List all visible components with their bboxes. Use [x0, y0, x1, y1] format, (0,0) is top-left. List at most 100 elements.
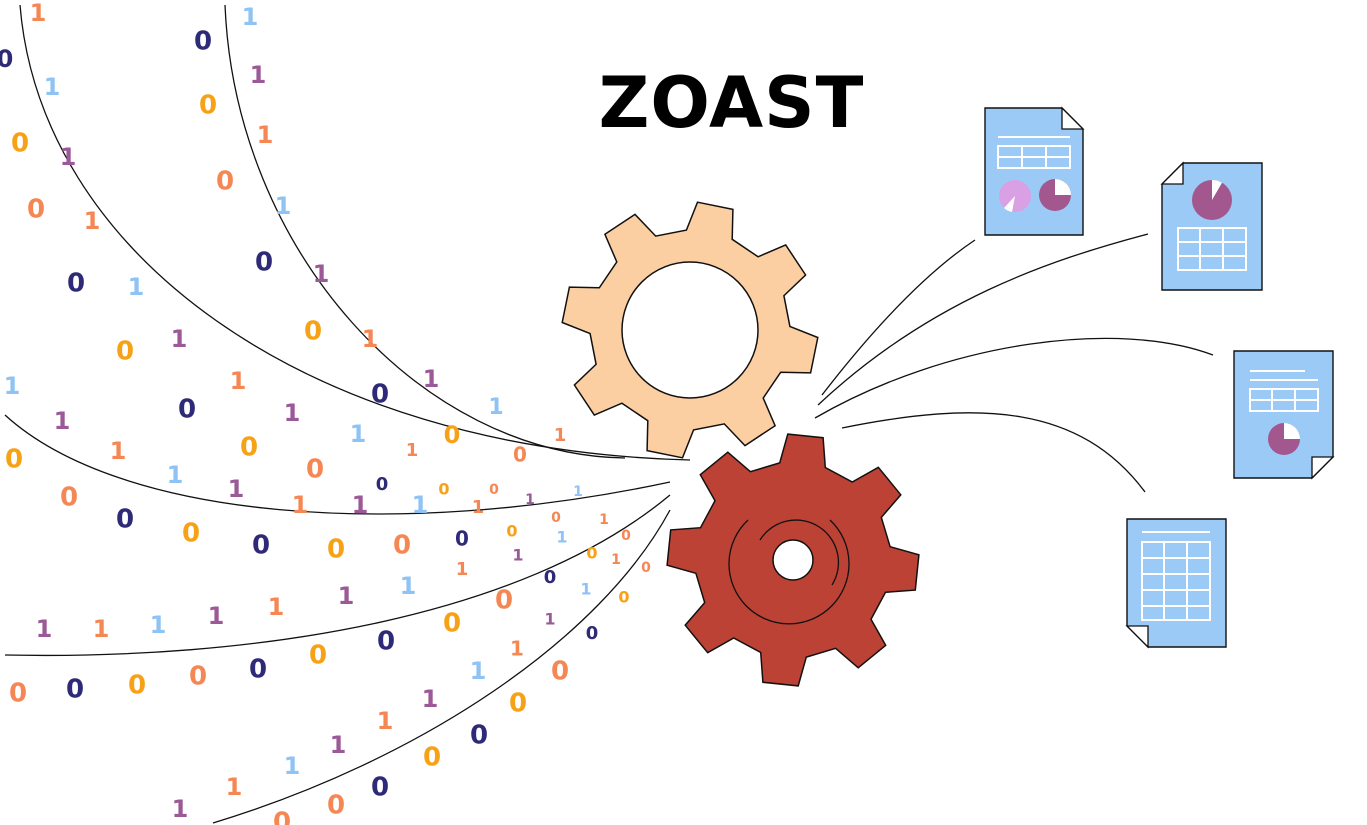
- binary-digit: 0: [178, 395, 196, 425]
- binary-digit: 1: [470, 657, 487, 685]
- binary-digit: 0: [393, 531, 411, 561]
- gear-swirl: [728, 519, 850, 625]
- binary-digit: 1: [599, 512, 609, 528]
- output-line-2: [817, 233, 1149, 406]
- binary-digit: 1: [60, 143, 77, 171]
- binary-digit: 1: [242, 3, 259, 31]
- document-pie-table: [1160, 161, 1263, 291]
- binary-digit: 1: [362, 325, 379, 353]
- brand-title: ZOAST: [598, 62, 865, 144]
- binary-digit: 0: [255, 248, 273, 278]
- binary-digit: 1: [44, 73, 61, 101]
- binary-digit: 0: [304, 317, 322, 347]
- binary-digit: 0: [506, 522, 517, 541]
- binary-digit: 0: [116, 337, 134, 367]
- binary-digit: 0: [551, 510, 561, 526]
- binary-digit: 0: [306, 455, 324, 485]
- stream-curve-3: [4, 414, 671, 515]
- binary-digit: 1: [350, 420, 367, 448]
- binary-digit: 1: [456, 559, 469, 580]
- table-document-icon: [1126, 518, 1227, 648]
- binary-digit: 0: [194, 27, 212, 57]
- gear-swirl: [759, 519, 840, 586]
- binary-digit: 0: [249, 655, 267, 685]
- binary-digit: 0: [128, 671, 146, 701]
- binary-digit: 1: [275, 192, 292, 220]
- binary-digit: 1: [4, 372, 21, 400]
- binary-digit: 1: [472, 497, 485, 518]
- binary-digit: 0: [216, 167, 234, 197]
- binary-digit: 1: [512, 546, 523, 565]
- binary-stream-curves: [4, 4, 691, 824]
- gear-icon: [561, 201, 819, 459]
- binary-digit: 0: [327, 791, 345, 821]
- binary-digit: 0: [66, 675, 84, 705]
- binary-digit: 0: [489, 482, 499, 498]
- binary-digit: 1: [611, 552, 621, 568]
- binary-digit: 0: [586, 623, 599, 644]
- binary-digit: 0: [371, 773, 389, 803]
- binary-digit: 1: [544, 610, 555, 629]
- binary-digit: 1: [268, 593, 285, 621]
- binary-digit: 1: [128, 273, 145, 301]
- binary-digit: 0: [116, 505, 134, 535]
- binary-digit: 0: [618, 588, 629, 607]
- binary-digit: 1: [377, 707, 394, 735]
- binary-digit: 0: [513, 443, 527, 467]
- binary-digit: 0: [438, 480, 449, 499]
- binary-digit: 1: [230, 367, 247, 395]
- binary-digit: 1: [226, 773, 243, 801]
- stream-curve-1: [19, 4, 691, 461]
- binary-digit: 0: [376, 474, 389, 495]
- binary-digit: 1: [172, 795, 189, 823]
- binary-digit: 1: [250, 61, 267, 89]
- binary-digit: 1: [167, 461, 184, 489]
- stream-curve-2: [224, 4, 626, 459]
- gear-icon: [666, 433, 920, 687]
- binary-digit: 0: [240, 433, 258, 463]
- binary-digit: 1: [488, 395, 503, 420]
- binary-digit: 1: [284, 399, 301, 427]
- binary-digit: 0: [586, 544, 597, 563]
- binary-digit: 1: [352, 491, 369, 519]
- binary-digit: 0: [509, 689, 527, 719]
- binary-digit: 0: [495, 586, 513, 616]
- binary-digit: 1: [228, 475, 245, 503]
- binary-digit: 1: [54, 407, 71, 435]
- binary-digit: 1: [580, 580, 591, 599]
- document-corner: [1311, 456, 1335, 480]
- binary-digit: 1: [573, 484, 583, 500]
- stream-curve-5: [212, 509, 671, 824]
- binary-digit: 0: [443, 609, 461, 639]
- binary-digit: 1: [406, 440, 419, 461]
- document-corner: [1160, 161, 1184, 185]
- binary-digit: 0: [27, 195, 45, 225]
- binary-digit: 1: [525, 492, 535, 508]
- binary-digit: 1: [150, 611, 167, 639]
- binary-digit: 0: [11, 129, 29, 159]
- binary-digit: 1: [284, 752, 301, 780]
- binary-digit: 1: [423, 365, 440, 393]
- binary-digit: 1: [330, 731, 347, 759]
- binary-digit: 0: [309, 641, 327, 671]
- document-table: [1125, 518, 1227, 649]
- binary-digit: 1: [313, 260, 330, 288]
- document-corner: [1125, 625, 1149, 649]
- binary-digit: 0: [423, 743, 441, 773]
- binary-digit: 1: [412, 491, 429, 519]
- binary-digit: 1: [338, 582, 355, 610]
- binary-digit: 0: [641, 560, 651, 576]
- binary-digit: 0: [371, 380, 389, 410]
- output-lines: [814, 233, 1214, 493]
- gear-bottom: [666, 433, 920, 687]
- binary-digit: 1: [510, 637, 524, 661]
- binary-digit: 0: [189, 662, 207, 692]
- binary-digit: 0: [5, 445, 23, 475]
- document-table-pie: [984, 106, 1085, 236]
- binary-digit: 1: [93, 615, 110, 643]
- document-corner: [1061, 106, 1085, 130]
- binary-digit: 0: [199, 91, 217, 121]
- binary-digit: 1: [171, 325, 188, 353]
